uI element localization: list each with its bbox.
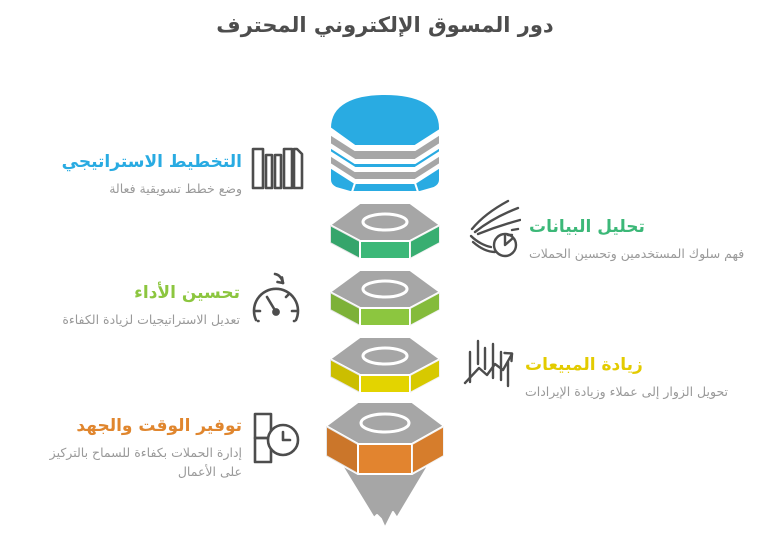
- gauge-icon: [248, 270, 304, 328]
- funnel-segment-blue-cylinder: [329, 93, 441, 193]
- funnel-segment-lime-nut: [329, 269, 441, 327]
- feature-item-performance: تحسين الأداء تعديل الاستراتيجيات لزيادة …: [40, 270, 304, 330]
- feature-item-sales-increase: زيادة المبيعات تحويل الزوار إلى عملاء وز…: [463, 336, 748, 402]
- feature-item-strategic-planning: التخطيط الاستراتيجي وضع خطط تسويقية فعال…: [40, 142, 304, 199]
- candlestick-arrow-icon: [463, 336, 517, 396]
- feature-item-data-analysis: تحليل البيانات فهم سلوك المستخدمين وتحسي…: [463, 198, 748, 264]
- feature-label: توفير الوقت والجهد: [76, 416, 242, 436]
- funnel-segment-orange-nut: [325, 401, 445, 475]
- feature-label: التخطيط الاستراتيجي: [61, 152, 242, 172]
- books-icon: [250, 142, 304, 196]
- funnel-diagram: [325, 93, 445, 529]
- page-title: دور المسوق الإلكتروني المحترف: [216, 13, 554, 37]
- feature-description: وضع خطط تسويقية فعالة: [109, 181, 242, 197]
- feature-item-time-saving: توفير الوقت والجهد إدارة الحملات بكفاءة …: [28, 406, 304, 482]
- feature-label: زيادة المبيعات: [525, 355, 643, 375]
- funnel-segment-yellow-nut: [329, 336, 441, 394]
- data-curves-pie-icon: [463, 198, 521, 260]
- funnel-segment-teal-nut: [329, 202, 441, 260]
- feature-description: فهم سلوك المستخدمين وتحسين الحملات: [529, 246, 745, 262]
- feature-label: تحليل البيانات: [529, 217, 645, 237]
- clock-schedule-icon: [250, 406, 304, 468]
- feature-description: تعديل الاستراتيجيات لزيادة الكفاءة: [62, 312, 240, 328]
- feature-label: تحسين الأداء: [134, 283, 240, 303]
- feature-description: إدارة الحملات بكفاءة للسماح بالتركيز على…: [49, 445, 242, 479]
- feature-description: تحويل الزوار إلى عملاء وزيادة الإيرادات: [525, 384, 728, 400]
